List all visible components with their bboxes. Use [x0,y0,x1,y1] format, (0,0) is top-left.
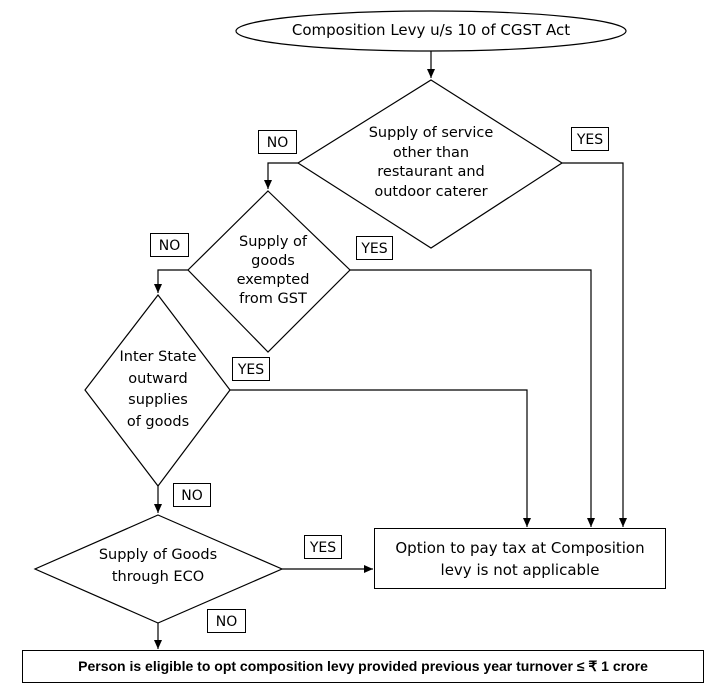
decision-eco-line: through ECO [111,569,205,585]
decision-service-shape [296,79,564,249]
interstate-yes-tag: YES [232,357,270,381]
exempted-yes-tag: YES [356,236,393,260]
outcome-not-applicable-line: Option to pay tax at Composition [395,539,645,557]
outcome-not-applicable-line: levy is not applicable [440,561,600,579]
decision-interstate-line: Inter State [119,349,197,365]
decision-interstate-line: outward [128,370,188,387]
connector-exempted-no [154,269,188,293]
decision-interstate-text: Inter State outward supplies of goods [103,347,213,433]
decision-interstate-line: supplies [128,392,188,408]
eco-no-tag: NO [207,609,246,633]
service-no-tag: NO [258,130,297,154]
decision-exempted-line: Supply of [239,234,307,250]
connector-service-no [264,162,298,189]
interstate-no-tag: NO [173,483,211,507]
decision-exempted-shape [187,190,351,353]
connector-exempted-yes [350,269,595,527]
decision-eco-text: Supply of Goods through ECO [78,544,238,588]
decision-exempted-text: Supply of goods exempted from GST [218,233,328,309]
outcome-not-applicable: Option to pay tax at Composition levy is… [374,528,666,589]
decision-service-line: Supply of service [368,125,494,141]
eco-yes-tag: YES [304,535,342,559]
connector-interstate-yes [230,389,531,527]
decision-service-line: other than [392,144,470,161]
decision-service-line: outdoor caterer [374,183,488,200]
outcome-eligible: Person is eligible to opt composition le… [22,650,704,683]
decision-exempted-line: exempted [236,272,310,288]
connector-service-yes [562,162,627,527]
decision-interstate-line: of goods [126,413,190,430]
decision-service-text: Supply of service other than restaurant … [341,124,521,202]
service-yes-tag: YES [571,127,609,151]
decision-eco-line: Supply of Goods [98,547,218,563]
decision-service-line: restaurant and [377,164,485,180]
start-label: Composition Levy u/s 10 of CGST Act [291,21,571,39]
decision-exempted-line: goods [251,253,295,269]
exempted-no-tag: NO [150,233,189,257]
decision-exempted-line: from GST [239,291,307,307]
